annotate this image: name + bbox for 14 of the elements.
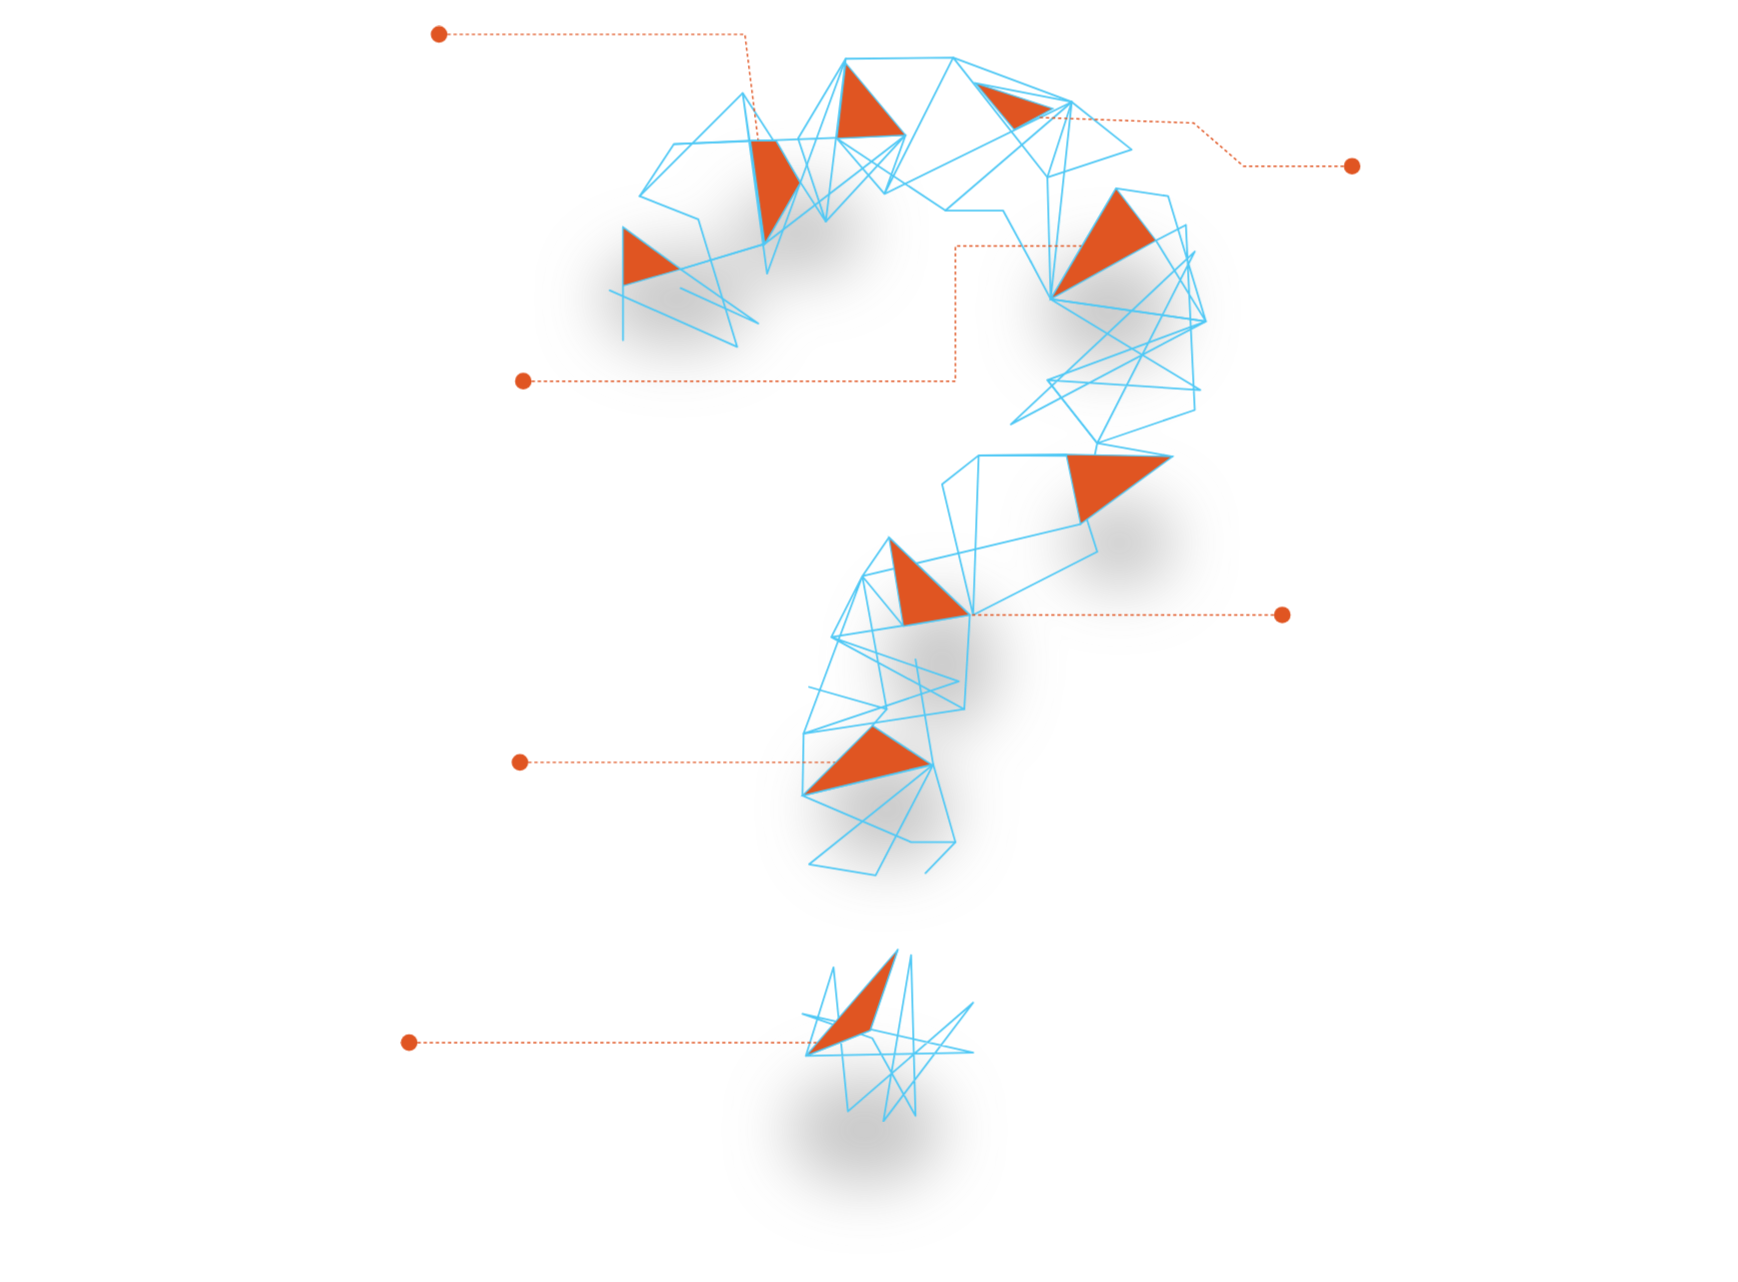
leader-dot <box>1274 606 1291 624</box>
leader-dot <box>430 26 448 43</box>
leader-dot <box>400 1034 418 1051</box>
leader-dot <box>1343 157 1361 175</box>
highlighted-triangle <box>1048 187 1157 301</box>
highlighted-triangle <box>887 535 972 627</box>
highlighted-triangle <box>800 724 933 797</box>
leader-dot <box>515 372 532 390</box>
highlighted-triangle <box>749 140 802 246</box>
highlighted-triangle <box>805 948 899 1057</box>
leader-line <box>969 614 1275 616</box>
highlighted-triangle <box>973 81 1055 131</box>
leader-line <box>446 33 759 142</box>
leader-dot <box>511 754 529 771</box>
